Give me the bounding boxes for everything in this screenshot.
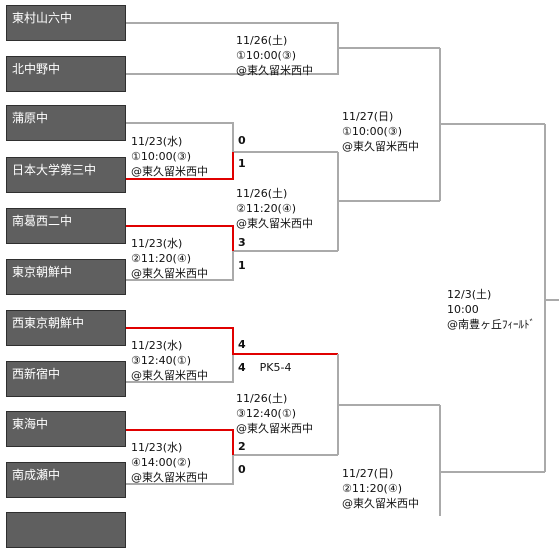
bracket-line-r3m2 bbox=[439, 405, 545, 516]
match-date: 11/23(水) bbox=[131, 441, 183, 454]
match-info-r1m3: 11/23(水) ③12:40(①) @東久留米西中 bbox=[131, 338, 208, 383]
team-box: 南葛西二中 bbox=[6, 208, 126, 244]
team-box: 西東京朝鮮中 bbox=[6, 310, 126, 346]
match-slot: ①10:00(③) bbox=[236, 49, 297, 62]
match-venue: @東久留米西中 bbox=[342, 140, 419, 153]
score-value: 4 bbox=[238, 361, 246, 374]
score-top: 2 bbox=[238, 440, 246, 453]
match-info-r1m4: 11/23(水) ④14:00(②) @東久留米西中 bbox=[131, 440, 208, 485]
match-venue: @東久留米西中 bbox=[236, 217, 313, 230]
bracket-line-r2m1 bbox=[126, 22, 440, 75]
score-bottom: 1 bbox=[238, 259, 246, 272]
match-venue: @南豊ヶ丘ﾌｨｰﾙﾄﾞ bbox=[447, 318, 535, 331]
match-info-final: 12/3(土) 10:00 @南豊ヶ丘ﾌｨｰﾙﾄﾞ bbox=[447, 287, 535, 332]
match-venue: @東久留米西中 bbox=[131, 369, 208, 382]
match-slot: ②11:20(④) bbox=[236, 202, 297, 215]
match-slot: ①10:00(③) bbox=[131, 150, 192, 163]
bracket-line-r1m3-win bbox=[126, 327, 338, 355]
match-slot: ④14:00(②) bbox=[131, 456, 192, 469]
match-date: 11/23(水) bbox=[131, 339, 183, 352]
bracket-line-r2m2 bbox=[337, 152, 440, 251]
score-bottom: 0 bbox=[238, 463, 246, 476]
team-box: 南成瀬中 bbox=[6, 462, 126, 498]
match-venue: @東久留米西中 bbox=[342, 497, 419, 510]
match-info-r3m1: 11/27(日) ①10:00(③) @東久留米西中 bbox=[342, 109, 419, 154]
match-venue: @東久留米西中 bbox=[236, 422, 313, 435]
pk-result: PK5-4 bbox=[259, 361, 292, 374]
match-venue: @東久留米西中 bbox=[236, 64, 313, 77]
bracket-line-r2m3 bbox=[337, 354, 440, 455]
match-info-r3m2: 11/27(日) ②11:20(④) @東久留米西中 bbox=[342, 466, 419, 511]
match-venue: @東久留米西中 bbox=[131, 471, 208, 484]
team-box: 東京朝鮮中 bbox=[6, 259, 126, 295]
match-info-r2m1: 11/26(土) ①10:00(③) @東久留米西中 bbox=[236, 33, 313, 78]
bracket-line-r3m1 bbox=[439, 48, 545, 201]
match-slot: ②11:20(④) bbox=[342, 482, 403, 495]
match-date: 11/26(土) bbox=[236, 392, 288, 405]
team-box: 蒲原中 bbox=[6, 105, 126, 141]
match-slot: ①10:00(③) bbox=[342, 125, 403, 138]
team-box: 東村山六中 bbox=[6, 5, 126, 41]
score-bottom: 4 PK5-4 bbox=[238, 361, 291, 374]
match-info-r1m2: 11/23(水) ②11:20(④) @東久留米西中 bbox=[131, 236, 208, 281]
score-top: 3 bbox=[238, 236, 246, 249]
match-venue: @東久留米西中 bbox=[131, 267, 208, 280]
match-info-r2m2: 11/26(土) ②11:20(④) @東久留米西中 bbox=[236, 186, 313, 231]
bracket-line-r1m4-win bbox=[126, 429, 234, 455]
match-date: 12/3(土) bbox=[447, 288, 492, 301]
match-date: 11/26(土) bbox=[236, 34, 288, 47]
match-slot: ②11:20(④) bbox=[131, 252, 192, 265]
team-box: 日本大学第三中 bbox=[6, 157, 126, 193]
team-box: 西新宿中 bbox=[6, 361, 126, 397]
bracket-line-final bbox=[544, 124, 559, 472]
team-box: 東海中 bbox=[6, 411, 126, 447]
match-date: 11/27(日) bbox=[342, 467, 394, 480]
match-slot: ③12:40(①) bbox=[131, 354, 192, 367]
bracket-line-r1m2-win bbox=[126, 225, 234, 251]
team-box: 北中野中 bbox=[6, 56, 126, 92]
match-date: 11/26(土) bbox=[236, 187, 288, 200]
team-box bbox=[6, 512, 126, 548]
match-info-r1m1: 11/23(水) ①10:00(③) @東久留米西中 bbox=[131, 134, 208, 179]
score-bottom: 1 bbox=[238, 157, 246, 170]
match-date: 11/27(日) bbox=[342, 110, 394, 123]
match-slot: ③12:40(①) bbox=[236, 407, 297, 420]
score-top: 4 bbox=[238, 338, 246, 351]
match-info-r2m3: 11/26(土) ③12:40(①) @東久留米西中 bbox=[236, 391, 313, 436]
score-top: 0 bbox=[238, 134, 246, 147]
bracket-lines bbox=[126, 22, 559, 516]
bracket-line-r1m1-win bbox=[126, 152, 234, 180]
match-date: 11/23(水) bbox=[131, 237, 183, 250]
match-venue: @東久留米西中 bbox=[131, 165, 208, 178]
match-date: 11/23(水) bbox=[131, 135, 183, 148]
match-slot: 10:00 bbox=[447, 303, 479, 316]
